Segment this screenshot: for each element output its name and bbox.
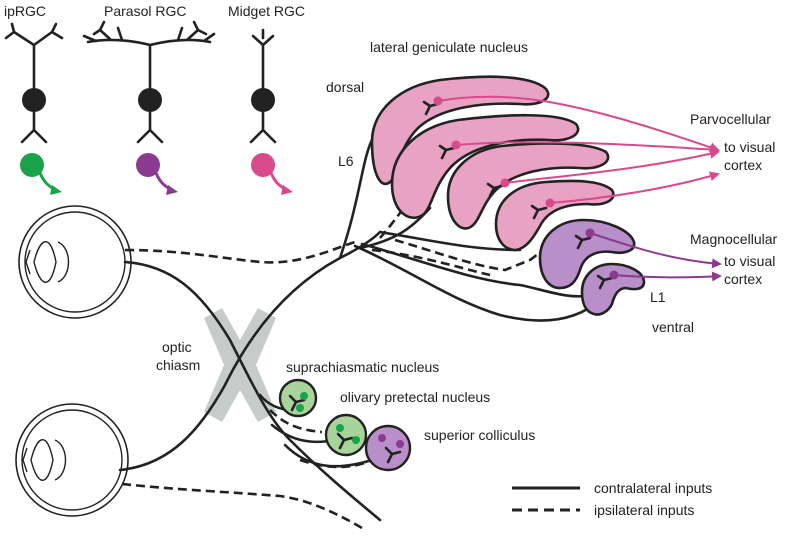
parasol-rgc-label: Parasol RGC bbox=[104, 3, 186, 19]
legend-ipsilateral-label: ipsilateral inputs bbox=[594, 502, 694, 518]
parasol-rgc-cell bbox=[82, 20, 216, 195]
lgn-l1-label: L1 bbox=[650, 289, 666, 305]
midget-rgc-cell bbox=[249, 28, 293, 195]
optic-chiasm-label-line1: optic bbox=[162, 339, 192, 355]
lgn-ventral-label: ventral bbox=[652, 319, 694, 335]
axon-upper-eye-ipsi bbox=[124, 240, 356, 264]
lgn-layer-4 bbox=[446, 142, 610, 230]
iprgc-cell bbox=[4, 22, 64, 195]
magno-cortex-label: cortex bbox=[724, 271, 762, 287]
iprgc-label: ipRGC bbox=[4, 3, 46, 19]
parvocellular-label: Parvocellular bbox=[690, 111, 771, 127]
magnocellular-label: Magnocellular bbox=[690, 231, 777, 247]
lower-eye bbox=[15, 403, 129, 517]
lgn-layer-5 bbox=[390, 113, 580, 219]
lgn-layer-2 bbox=[538, 218, 636, 290]
olivary-pretectal-nucleus bbox=[324, 413, 368, 457]
superior-colliculus bbox=[364, 424, 412, 472]
parvo-cortex-label: cortex bbox=[724, 157, 762, 173]
scn-label: suprachiasmatic nucleus bbox=[286, 359, 439, 375]
legend bbox=[512, 486, 580, 512]
lgn bbox=[370, 75, 722, 316]
legend-contralateral-label: contralateral inputs bbox=[594, 480, 712, 496]
axon-lower-eye-ipsi bbox=[121, 482, 363, 530]
lgn-dorsal-label: dorsal bbox=[326, 79, 364, 95]
optic-chiasm-label-line2: chiasm bbox=[156, 357, 200, 373]
upper-eye bbox=[18, 205, 132, 319]
lgn-layer-3 bbox=[494, 179, 615, 252]
magno-to-visual-label: to visual bbox=[724, 253, 775, 269]
axon-upper-eye-contra bbox=[123, 260, 382, 522]
axon-lower-eye-contra bbox=[118, 230, 382, 472]
parvo-to-visual-label: to visual bbox=[724, 139, 775, 155]
suprachiasmatic-nucleus bbox=[278, 378, 318, 418]
opn-label: olivary pretectal nucleus bbox=[340, 389, 490, 405]
sc-label: superior colliculus bbox=[424, 427, 535, 443]
midget-rgc-label: Midget RGC bbox=[228, 3, 305, 19]
lgn-title: lateral geniculate nucleus bbox=[370, 39, 528, 55]
lgn-l6-label: L6 bbox=[338, 153, 354, 169]
